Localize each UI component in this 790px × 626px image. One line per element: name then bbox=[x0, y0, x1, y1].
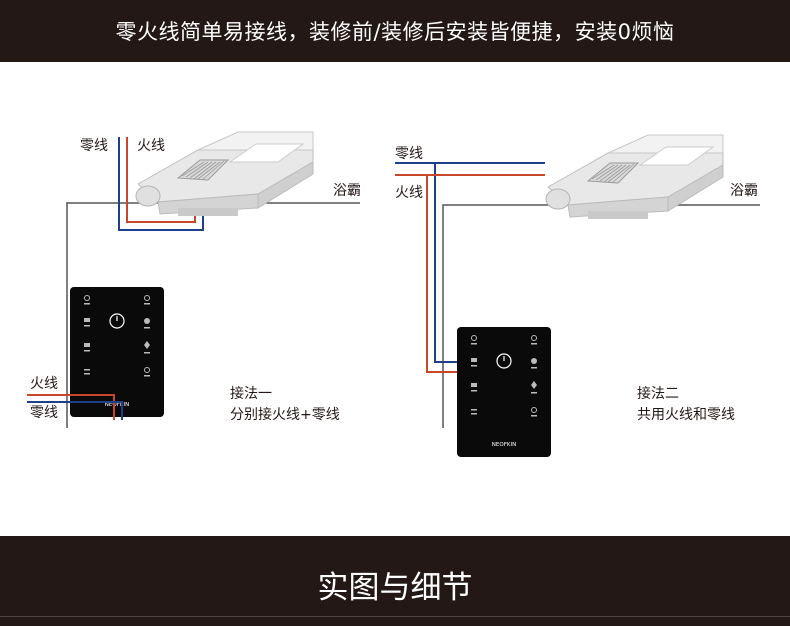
live-drop-2 bbox=[426, 175, 460, 373]
live-label-2: 火线 bbox=[395, 185, 423, 201]
device-label: 浴霸 bbox=[333, 183, 361, 199]
caption-1-title: 接法一 bbox=[230, 385, 272, 402]
section-title: 实图与细节 bbox=[317, 570, 473, 606]
neutral-label-2: 零线 bbox=[395, 146, 423, 162]
divider bbox=[0, 616, 790, 617]
in-live-label: 火线 bbox=[30, 376, 58, 392]
neutral-label: 零线 bbox=[80, 138, 108, 154]
section-banner: 实图与细节 bbox=[0, 536, 790, 626]
panel-brand: NEOFKIN bbox=[105, 402, 129, 408]
neutral-wire bbox=[118, 137, 204, 231]
diagram-2: NEOFKIN 零线 火线 浴霸 接法二 共用火线和零线 bbox=[395, 134, 760, 458]
live-label: 火线 bbox=[137, 138, 165, 154]
control-panel-1: NEOFKIN bbox=[69, 286, 165, 418]
caption-2-desc: 共用火线和零线 bbox=[637, 407, 735, 423]
top-banner: 零火线简单易接线，装修前/装修后安装皆便捷，安装0烦恼 bbox=[0, 0, 790, 62]
panel-live-wire bbox=[27, 394, 115, 420]
live-wire bbox=[126, 137, 196, 223]
panel-neutral-wire bbox=[27, 401, 123, 420]
caption-1-desc: 分别接火线+零线 bbox=[230, 406, 340, 423]
wiring-diagrams: NEOFKIN 零线 火线 浴霸 火线 零线 接法一 分别接火线+零线 NEOF… bbox=[27, 131, 760, 458]
caption-2-title: 接法二 bbox=[637, 385, 679, 402]
neutral-drop-2 bbox=[434, 163, 460, 363]
panel-brand-2: NEOFKIN bbox=[492, 442, 516, 448]
device-label-2: 浴霸 bbox=[730, 183, 758, 199]
diagram-1: NEOFKIN 零线 火线 浴霸 火线 零线 接法一 分别接火线+零线 bbox=[27, 131, 361, 428]
banner-text: 零火线简单易接线，装修前/装修后安装皆便捷，安装0烦恼 bbox=[115, 20, 675, 44]
in-neutral-label: 零线 bbox=[30, 405, 58, 421]
control-panel-2: NEOFKIN bbox=[456, 326, 552, 458]
